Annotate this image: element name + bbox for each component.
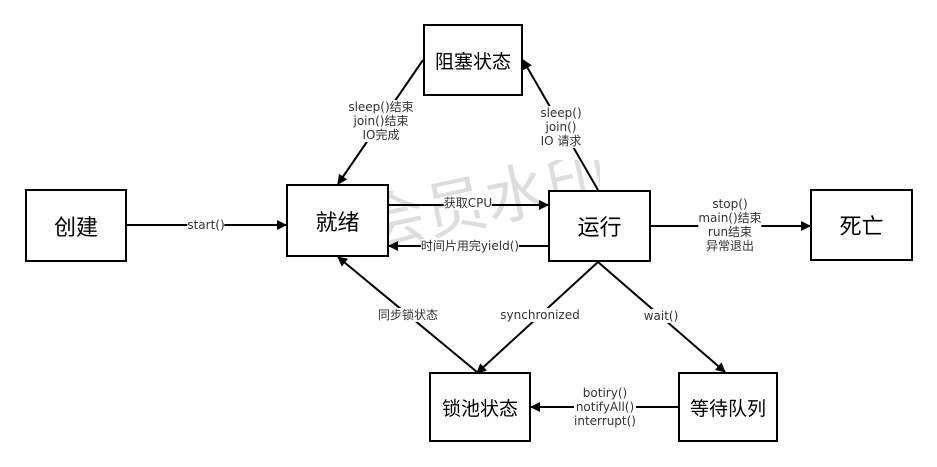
label-from-blocked: sleep()结束 join()结束 IO完成 <box>348 100 414 142</box>
label-synchronized: synchronized <box>500 308 580 322</box>
label-to-blocked-line-1: sleep() <box>540 106 582 120</box>
label-notify-line-2: notifyAll() <box>575 400 635 414</box>
label-notify-line-1: botiry() <box>582 386 628 400</box>
state-lock-pool: 锁池状态 <box>429 372 531 442</box>
label-to-dead-line-4: 异常退出 <box>705 239 755 253</box>
label-get-cpu: 获取CPU <box>443 196 493 210</box>
label-from-blocked-line-2: join()结束 <box>353 114 409 128</box>
label-from-blocked-line-1: sleep()结束 <box>348 100 414 114</box>
state-running: 运行 <box>548 190 651 262</box>
state-waiting: 等待队列 <box>678 372 778 442</box>
state-create: 创建 <box>25 189 127 262</box>
state-create-label: 创建 <box>53 215 98 241</box>
label-notify-line-3: interrupt() <box>574 414 636 428</box>
label-to-blocked: sleep() join() IO 请求 <box>540 106 582 148</box>
label-from-blocked-line-3: IO完成 <box>362 128 400 142</box>
state-dead: 死亡 <box>810 189 913 261</box>
state-dead-label: 死亡 <box>839 215 884 240</box>
label-to-dead-line-1: stop() <box>712 197 748 211</box>
state-blocked: 阻塞状态 <box>423 24 523 96</box>
label-to-dead-line-2: main()结束 <box>698 211 762 225</box>
state-blocked-label: 阻塞状态 <box>434 50 511 73</box>
label-to-dead: stop() main()结束 run结束 异常退出 <box>698 197 762 253</box>
state-waiting-label: 等待队列 <box>689 397 766 420</box>
state-running-label: 运行 <box>577 216 622 241</box>
label-to-blocked-line-2: join() <box>545 120 577 134</box>
label-to-blocked-line-3: IO 请求 <box>540 134 582 148</box>
label-yield: 时间片用完yield() <box>420 239 520 253</box>
state-ready-label: 就绪 <box>315 210 360 236</box>
label-lock-to-ready: 同步锁状态 <box>377 308 439 322</box>
label-wait: wait() <box>643 309 679 323</box>
state-ready: 就绪 <box>286 184 389 257</box>
state-lock-pool-label: 锁池状态 <box>441 397 518 420</box>
label-to-dead-line-3: run结束 <box>707 225 753 239</box>
label-notify: botiry() notifyAll() interrupt() <box>574 386 636 428</box>
label-start: start() <box>187 218 225 232</box>
